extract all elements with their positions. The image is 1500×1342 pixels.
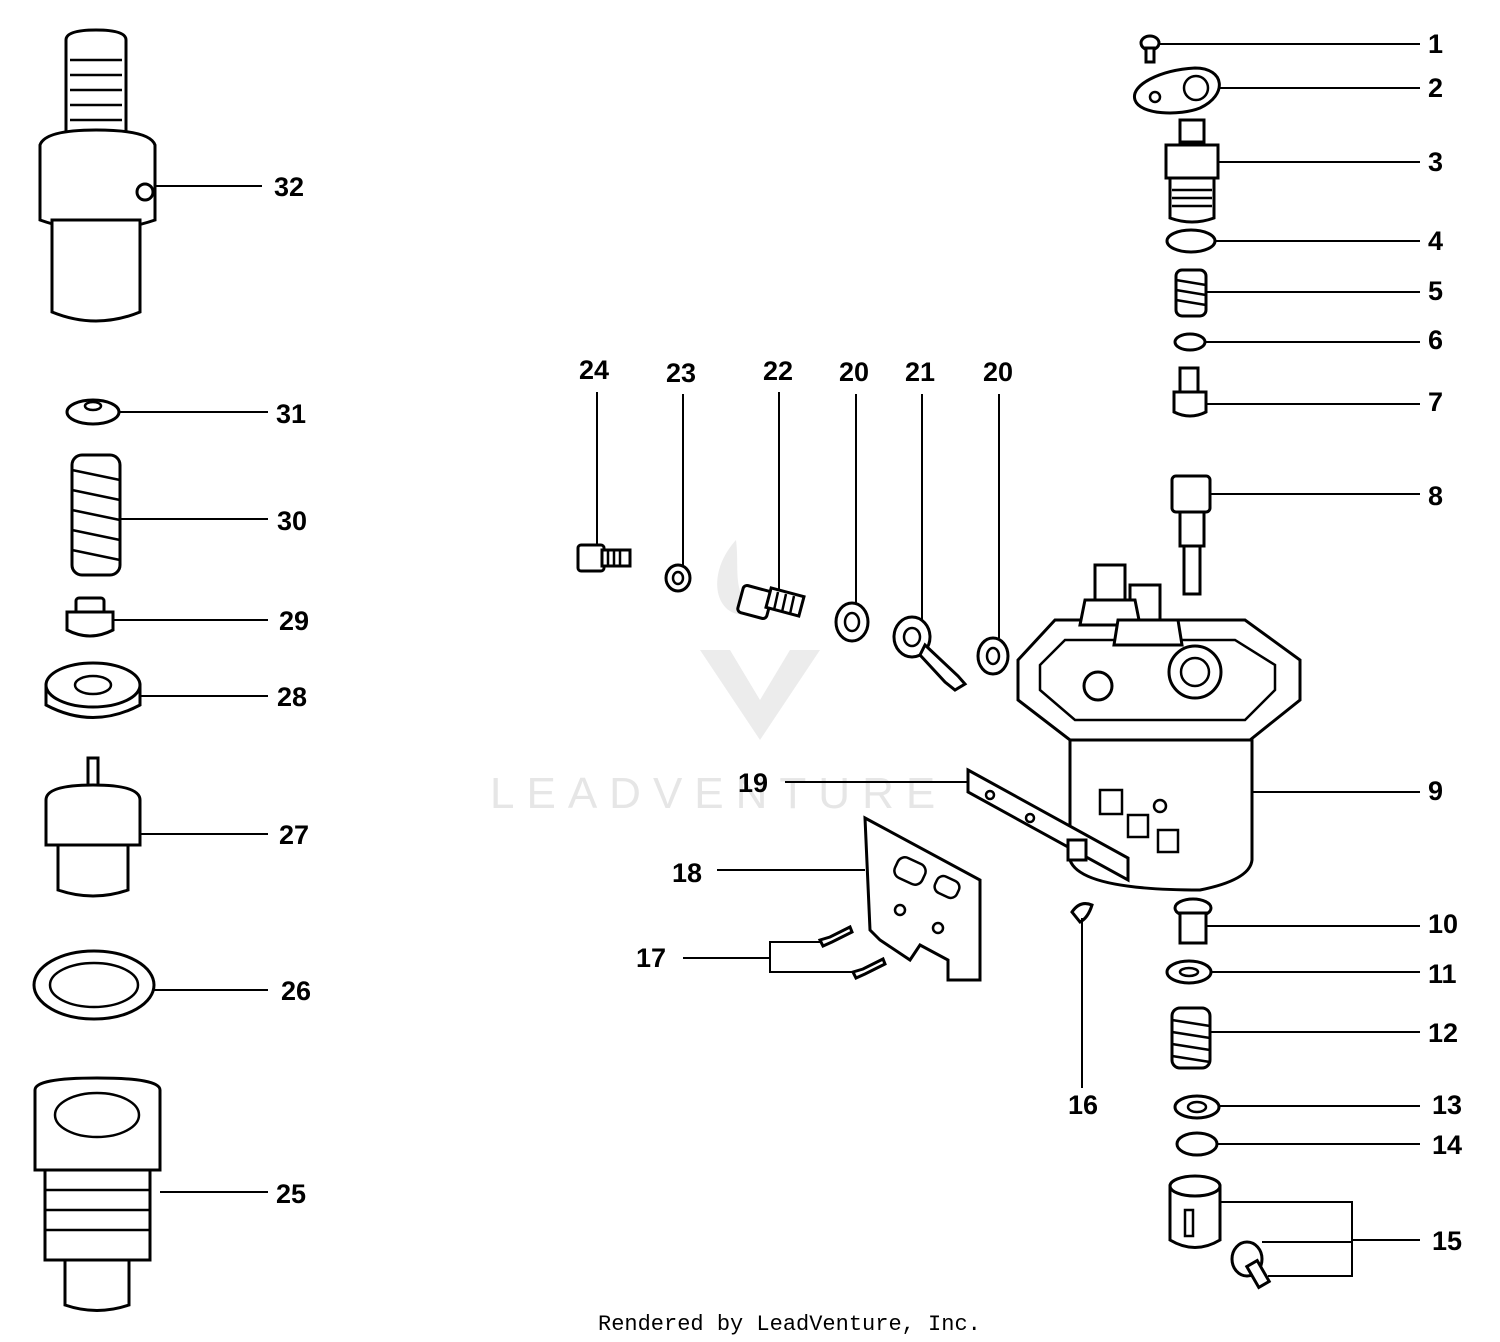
part-31-washer: [65, 398, 121, 426]
callout-17: 17: [636, 943, 666, 973]
watermark-text: LEADVENTURE: [490, 769, 947, 818]
callout-12: 12: [1428, 1018, 1458, 1048]
callout-4: 4: [1428, 226, 1443, 256]
callout-25: 25: [276, 1179, 306, 1209]
callout-16: 16: [1068, 1090, 1098, 1120]
part-28-distance-piece: [44, 661, 142, 719]
callout-9: 9: [1428, 776, 1443, 806]
part-3-valve-holder: [1164, 118, 1220, 224]
part-30-spring: [70, 453, 122, 577]
callout-32: 32: [274, 172, 304, 202]
callout-2: 2: [1428, 73, 1443, 103]
callout-19: 19: [738, 768, 768, 798]
part-9-pump-body: [1016, 563, 1302, 892]
callout-11: 11: [1428, 959, 1457, 989]
part-11-washer: [1165, 959, 1213, 985]
part-10-tappet-guide: [1173, 897, 1213, 945]
callout-22: 22: [763, 356, 793, 386]
part-29-spring-seat: [65, 596, 115, 638]
part-14-shim: [1175, 1131, 1219, 1157]
callout-10: 10: [1428, 909, 1458, 939]
part-25-retaining-nut: [33, 1076, 162, 1312]
callout-31: 31: [276, 399, 306, 429]
leader-lines: [113, 43, 1420, 1277]
part-18-cover-plate: [863, 815, 982, 982]
footer-credit: Rendered by LeadVenture, Inc.: [598, 1312, 981, 1337]
part-15-tappet: [1168, 1174, 1272, 1290]
callout-21: 21: [905, 357, 935, 387]
callout-15: 15: [1432, 1226, 1462, 1256]
callout-14: 14: [1432, 1130, 1462, 1160]
callout-24: 24: [579, 355, 609, 385]
callout-3: 3: [1428, 147, 1443, 177]
part-27-nozzle: [44, 756, 142, 898]
leadventure-watermark: LEADVENTURE: [490, 540, 947, 818]
callout-5: 5: [1428, 276, 1443, 306]
callout-13: 13: [1432, 1090, 1462, 1120]
part-17-screws: [817, 924, 887, 980]
part-12-spring: [1170, 1006, 1212, 1070]
part-2-lock-plate: [1133, 66, 1221, 115]
part-24-bolt: [576, 543, 632, 573]
callout-labels: 1 2 3 4 5 6 7 8 9 10 11 12 13 14 15 16 1…: [274, 29, 1462, 1256]
part-21-banjo-fitting: [892, 615, 968, 692]
callout-27: 27: [279, 820, 309, 850]
callout-8: 8: [1428, 481, 1443, 511]
part-20-washer-right: [976, 636, 1010, 676]
part-1-screw: [1139, 34, 1161, 64]
callout-28: 28: [277, 682, 307, 712]
callout-20-right: 20: [983, 357, 1013, 387]
callout-6: 6: [1428, 325, 1443, 355]
part-6-washer: [1173, 332, 1207, 352]
callout-18: 18: [672, 858, 702, 888]
part-22-banjo-bolt: [736, 583, 806, 621]
callout-23: 23: [666, 358, 696, 388]
part-8-plunger: [1170, 474, 1212, 596]
part-20-washer-left: [834, 601, 870, 643]
callout-26: 26: [281, 976, 311, 1006]
callout-30: 30: [277, 506, 307, 536]
callout-20-left: 20: [839, 357, 869, 387]
callout-29: 29: [279, 606, 309, 636]
part-4-o-ring: [1165, 228, 1217, 254]
part-23-washer: [664, 563, 692, 593]
part-7-delivery-valve: [1172, 366, 1208, 418]
part-13-spring-seat: [1173, 1094, 1221, 1120]
callout-7: 7: [1428, 387, 1443, 417]
callout-1: 1: [1428, 29, 1443, 59]
part-5-spring: [1174, 268, 1208, 318]
part-26-gasket: [32, 949, 156, 1021]
part-32-nozzle-holder: [38, 28, 157, 323]
part-19-control-rack: [966, 767, 1130, 883]
